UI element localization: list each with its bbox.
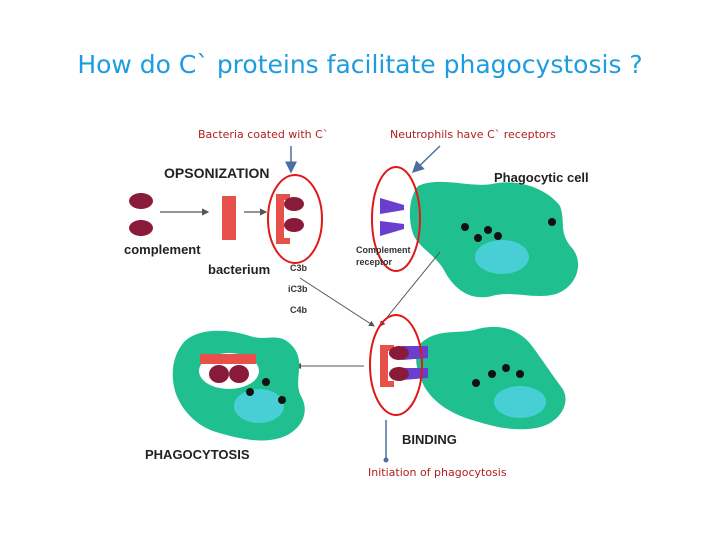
arrow-to-binding [299, 277, 375, 327]
phagocytic-cell-binding [416, 326, 566, 430]
granule [278, 396, 286, 404]
callout-neutrophils-receptors: Neutrophils have C` receptors [390, 128, 556, 141]
bacterium-bare [222, 196, 236, 240]
label-phagocytic-cell: Phagocytic cell [494, 170, 589, 185]
label-binding: BINDING [402, 432, 457, 447]
granule [474, 234, 482, 242]
granule [484, 226, 492, 234]
granule [494, 232, 502, 240]
granule [461, 223, 469, 231]
label-opsonization: OPSONIZATION [164, 165, 270, 181]
page-title: How do C` proteins facilitate phagocysto… [77, 50, 643, 79]
callout-pointer-receptors [411, 145, 441, 174]
granule [488, 370, 496, 378]
callout-pointer-dot [383, 457, 389, 463]
label-ic3b: iC3b [288, 284, 308, 294]
c3b-molecule [389, 346, 409, 360]
granule [472, 379, 480, 387]
granule [262, 378, 270, 386]
receptor-icon [380, 221, 404, 236]
nucleus-icon [475, 240, 529, 274]
highlight-coated-bacteria [267, 174, 323, 264]
label-c4b: C4b [290, 305, 308, 315]
c3b-molecule [284, 197, 304, 211]
label-complement-receptor-line2: receptor [356, 257, 393, 267]
highlight-receptors [371, 166, 421, 272]
arrow-receptor-to-binding [379, 251, 441, 327]
label-phagocytosis: PHAGOCYTOSIS [145, 447, 250, 462]
label-complement: complement [124, 242, 201, 257]
c3b-molecule [284, 218, 304, 232]
label-complement-receptor-line1: Complement [356, 245, 411, 255]
callout-bacteria-coated: Bacteria coated with C` [198, 128, 329, 141]
phagocytic-cell-top [409, 181, 579, 298]
c3b-molecule [209, 365, 229, 383]
nucleus-icon [234, 389, 284, 423]
granule [548, 218, 556, 226]
label-bacterium: bacterium [208, 262, 271, 277]
granule [246, 388, 254, 396]
bacterium-engulfed [200, 354, 256, 364]
receptor-icon [380, 198, 404, 214]
callout-initiation: Initiation of phagocytosis [368, 466, 507, 479]
label-c3b: C3b [290, 263, 308, 273]
bacterium-coated [276, 194, 290, 244]
granule [516, 370, 524, 378]
granule [502, 364, 510, 372]
nucleus-icon [494, 386, 546, 418]
c3b-molecule [229, 365, 249, 383]
c3b-molecule [389, 367, 409, 381]
complement-molecule [129, 220, 153, 236]
highlight-binding [369, 314, 423, 416]
complement-molecule [129, 193, 153, 209]
bacterium-bound [380, 345, 394, 387]
